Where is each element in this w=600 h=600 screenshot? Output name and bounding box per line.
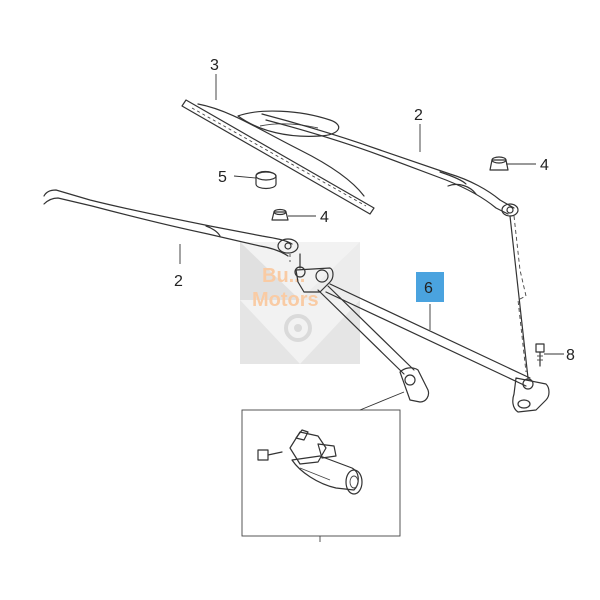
nut-left [271,208,289,221]
motor-screw [257,449,283,461]
motor-inset [241,391,405,542]
linkage-callout-highlight [416,272,444,302]
callout-linkage: 6 [424,280,433,297]
wiper-blade [181,99,375,215]
bolt [535,343,545,367]
callout-blade: 3 [210,57,219,74]
watermark-text-1: Bu... [262,265,305,287]
callout-bolt: 8 [566,347,575,364]
callout-arm-right: 2 [414,107,423,124]
wiper-motor [289,429,363,495]
callout-nut-left: 4 [320,209,329,226]
watermark-text-2: Motors [252,289,319,311]
guide-lines [289,215,527,373]
callout-nut-right: 4 [540,157,549,174]
pivot-cap [255,170,277,190]
wiper-linkage [294,215,550,413]
wiper-arm-right [261,113,519,217]
callout-leaders [179,74,564,355]
wiper-arm-left [43,189,299,257]
callout-arm-left: 2 [174,273,183,290]
callout-cap: 5 [218,169,227,186]
nut-right [489,156,509,171]
